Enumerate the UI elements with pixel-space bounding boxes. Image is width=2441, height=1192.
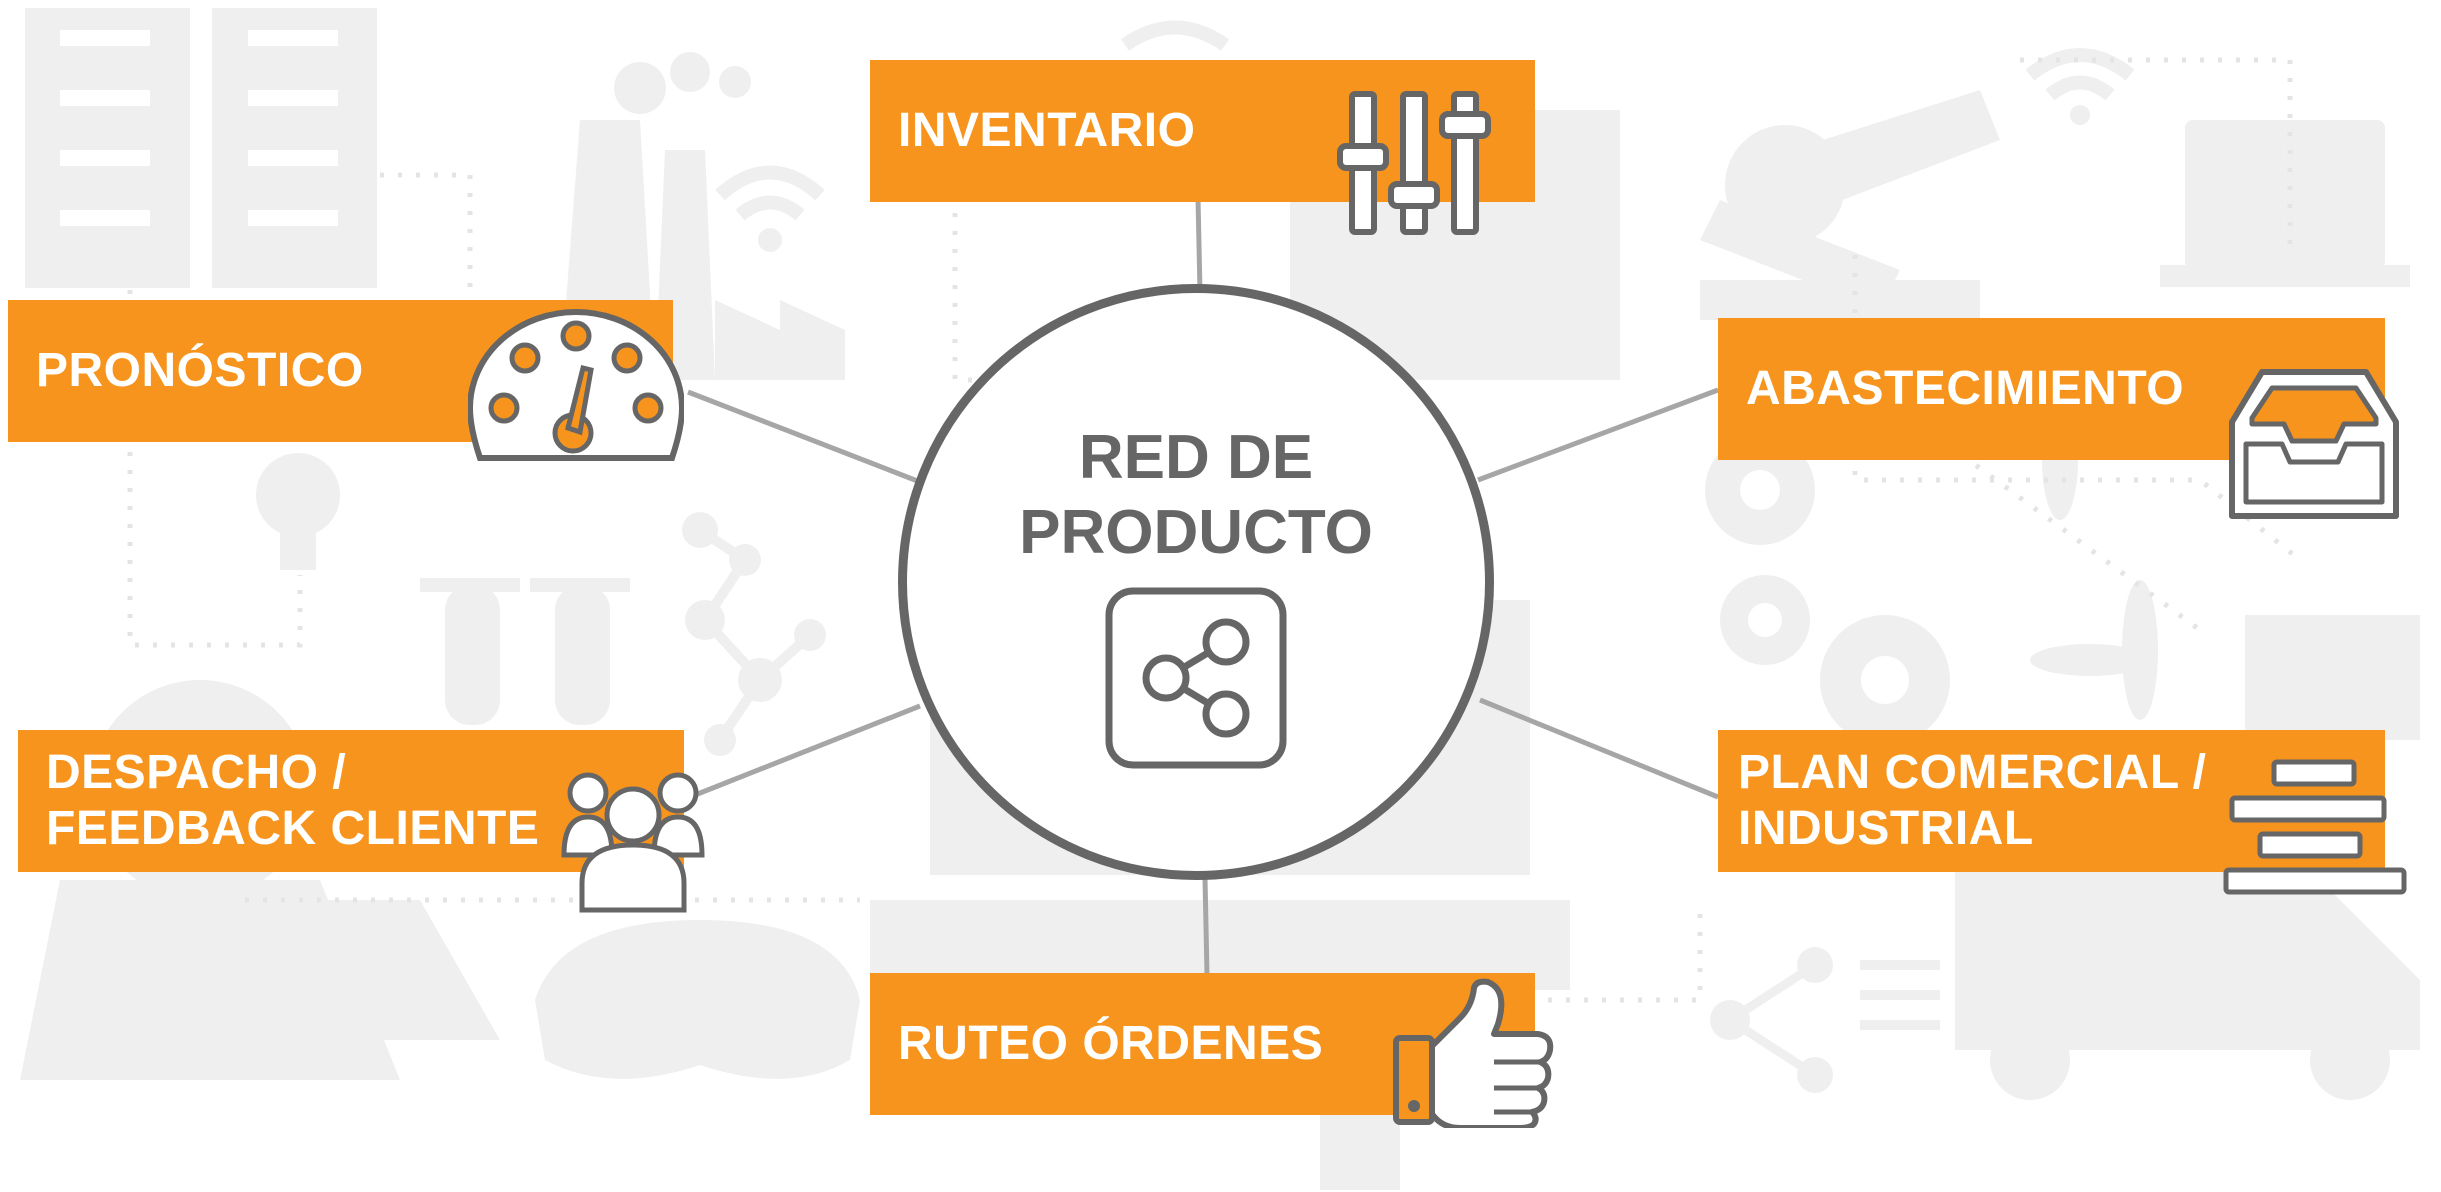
node-despacho-line2: FEEDBACK CLIENTE: [46, 802, 540, 855]
node-despacho-line1: DESPACHO /: [46, 746, 347, 799]
robot-arm-icon: [1700, 90, 2000, 320]
node-abastecimiento-label: ABASTECIMIENTO: [1746, 362, 2185, 415]
node-plan-line1: PLAN COMERCIAL /: [1738, 746, 2207, 799]
calendar-grid-icon: [2245, 615, 2420, 740]
people-group-icon: [561, 772, 705, 913]
connector-abastecimiento: [1477, 387, 1719, 483]
center-title-line1: RED DE: [1078, 423, 1314, 492]
node-inventario-label: INVENTARIO: [898, 104, 1196, 157]
connector-plan: [1479, 697, 1719, 800]
lightbulb-icon: [256, 453, 340, 570]
node-pronostico-label: PRONÓSTICO: [36, 344, 364, 397]
node-plan-line2: INDUSTRIAL: [1738, 802, 2034, 855]
gauge-icon: [468, 309, 684, 461]
connector-ruteo: [1202, 877, 1210, 976]
laptop-icon: [2160, 120, 2410, 287]
node-ruteo-label: RUTEO ÓRDENES: [898, 1017, 1324, 1070]
wifi-icon: [715, 20, 2135, 221]
thumbs-up-icon: [1393, 978, 1554, 1128]
connector-inventario: [1195, 197, 1203, 293]
share-icon: [1105, 587, 1287, 769]
stacked-bars-icon: [2223, 759, 2407, 895]
center-title-line2: PRODUCTO: [1019, 498, 1373, 567]
server-rack-icon: [25, 8, 377, 288]
safety-goggles-icon: [535, 920, 860, 1079]
lab-flask-icon: [420, 578, 630, 725]
center-node: RED DE PRODUCTO: [898, 284, 1494, 880]
inbox-tray-icon: [2229, 369, 2399, 519]
sliders-icon: [1337, 91, 1491, 235]
connector-pronostico: [687, 389, 921, 485]
connector-despacho: [689, 703, 921, 800]
